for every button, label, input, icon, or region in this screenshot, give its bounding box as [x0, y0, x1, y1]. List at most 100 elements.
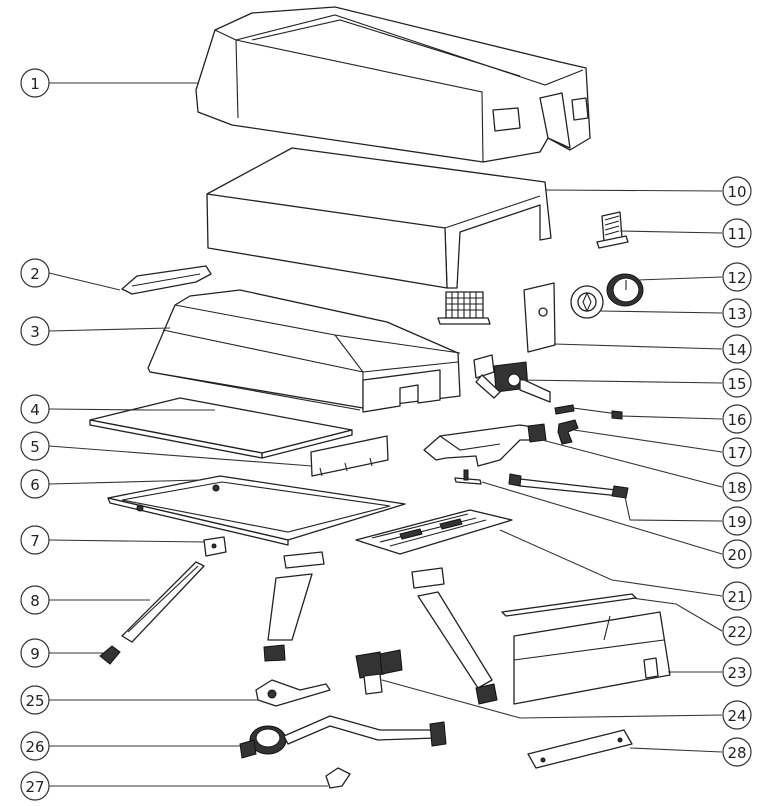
callout-label-24: 24 — [727, 707, 746, 725]
callout-7: 7 — [20, 525, 50, 555]
leader-12 — [636, 276, 723, 281]
leader-13 — [599, 310, 723, 314]
part-regulator-hose — [239, 715, 447, 759]
callout-label-13: 13 — [727, 305, 746, 323]
leader-20 — [481, 481, 723, 555]
part-gas-hose — [508, 473, 629, 499]
part-control-knob — [606, 273, 644, 307]
part-leg — [121, 561, 205, 643]
part-burner-tube — [423, 423, 547, 467]
callout-13: 13 — [722, 298, 752, 328]
leader-7 — [48, 539, 206, 543]
callout-label-2: 2 — [30, 265, 40, 283]
callout-19: 19 — [722, 506, 752, 536]
part-handle-bracket — [121, 265, 212, 295]
callout-label-26: 26 — [25, 738, 44, 756]
part-support-plate — [501, 593, 637, 617]
callout-16: 16 — [722, 404, 752, 434]
callout-label-23: 23 — [727, 664, 746, 682]
callout-12: 12 — [722, 262, 752, 292]
leader-28 — [629, 747, 723, 753]
part-rear-bracket — [310, 435, 389, 477]
part-drip-frame — [107, 475, 406, 546]
callout-6: 6 — [20, 469, 50, 499]
callout-23: 23 — [722, 657, 752, 687]
callout-3: 3 — [20, 316, 50, 346]
part-firebox-top — [147, 289, 461, 413]
callout-label-7: 7 — [30, 532, 40, 550]
leader-24 — [381, 679, 723, 719]
callout-21: 21 — [722, 581, 752, 611]
part-hole-bracket — [255, 679, 331, 707]
part-mesh-screen — [437, 291, 491, 325]
callout-label-19: 19 — [727, 513, 746, 531]
callout-label-9: 9 — [30, 645, 40, 663]
leader-22 — [631, 597, 723, 632]
leader-4 — [48, 408, 215, 411]
leader-10 — [544, 189, 723, 192]
part-right-leg — [411, 567, 498, 705]
callout-label-4: 4 — [30, 401, 40, 419]
callout-label-16: 16 — [727, 411, 746, 429]
leader-15 — [519, 379, 723, 384]
callout-22: 22 — [722, 616, 752, 646]
part-small-clip — [325, 767, 351, 789]
callout-label-27: 27 — [25, 778, 44, 796]
leader-6 — [48, 479, 201, 485]
callout-9: 9 — [20, 638, 50, 668]
leader-17 — [573, 429, 723, 453]
callout-label-12: 12 — [727, 269, 746, 287]
callout-2: 2 — [20, 258, 50, 288]
callout-label-10: 10 — [727, 183, 746, 201]
callout-17: 17 — [722, 437, 752, 467]
leader-14 — [553, 343, 723, 350]
callout-20: 20 — [722, 539, 752, 569]
callout-25: 25 — [20, 685, 50, 715]
part-regulator — [355, 649, 403, 695]
leader-19 — [624, 496, 723, 522]
callout-4: 4 — [20, 394, 50, 424]
callout-label-5: 5 — [30, 438, 40, 456]
callout-14: 14 — [722, 334, 752, 364]
part-foot-cap — [99, 645, 121, 665]
part-grille-bracket — [596, 211, 629, 249]
part-middle-leg — [263, 551, 325, 662]
part-small-bracket — [203, 536, 227, 557]
part-heat-shield — [206, 147, 552, 289]
leader-5 — [48, 445, 313, 467]
callout-28: 28 — [722, 737, 752, 767]
callout-label-11: 11 — [727, 225, 746, 243]
callout-24: 24 — [722, 700, 752, 730]
part-cover-plate — [527, 729, 633, 769]
leader-16 — [619, 415, 723, 420]
leader-11 — [619, 230, 723, 234]
callout-label-15: 15 — [727, 375, 746, 393]
part-drip-tray — [355, 509, 513, 555]
part-griddle-plate — [89, 397, 353, 459]
callout-label-17: 17 — [727, 444, 746, 462]
callout-label-20: 20 — [727, 546, 746, 564]
callout-label-21: 21 — [727, 588, 746, 606]
callout-26: 26 — [20, 731, 50, 761]
part-probe — [554, 404, 623, 420]
part-base-shelf — [513, 611, 671, 705]
callout-label-8: 8 — [30, 592, 40, 610]
leader-lines — [48, 82, 723, 787]
part-elbow-fitting — [557, 419, 579, 445]
callout-label-6: 6 — [30, 476, 40, 494]
callout-label-25: 25 — [25, 692, 44, 710]
part-bezel — [570, 285, 604, 319]
part-igniter — [454, 469, 482, 485]
callout-label-14: 14 — [727, 341, 746, 359]
leader-21 — [499, 529, 723, 597]
callout-label-18: 18 — [727, 479, 746, 497]
callout-label-22: 22 — [727, 623, 746, 641]
callout-label-3: 3 — [30, 323, 40, 341]
callout-1: 1 — [20, 68, 50, 98]
leader-18 — [541, 439, 723, 488]
callout-label-28: 28 — [727, 744, 746, 762]
callout-5: 5 — [20, 431, 50, 461]
callout-label-1: 1 — [30, 75, 40, 93]
part-control-panel — [523, 282, 556, 353]
